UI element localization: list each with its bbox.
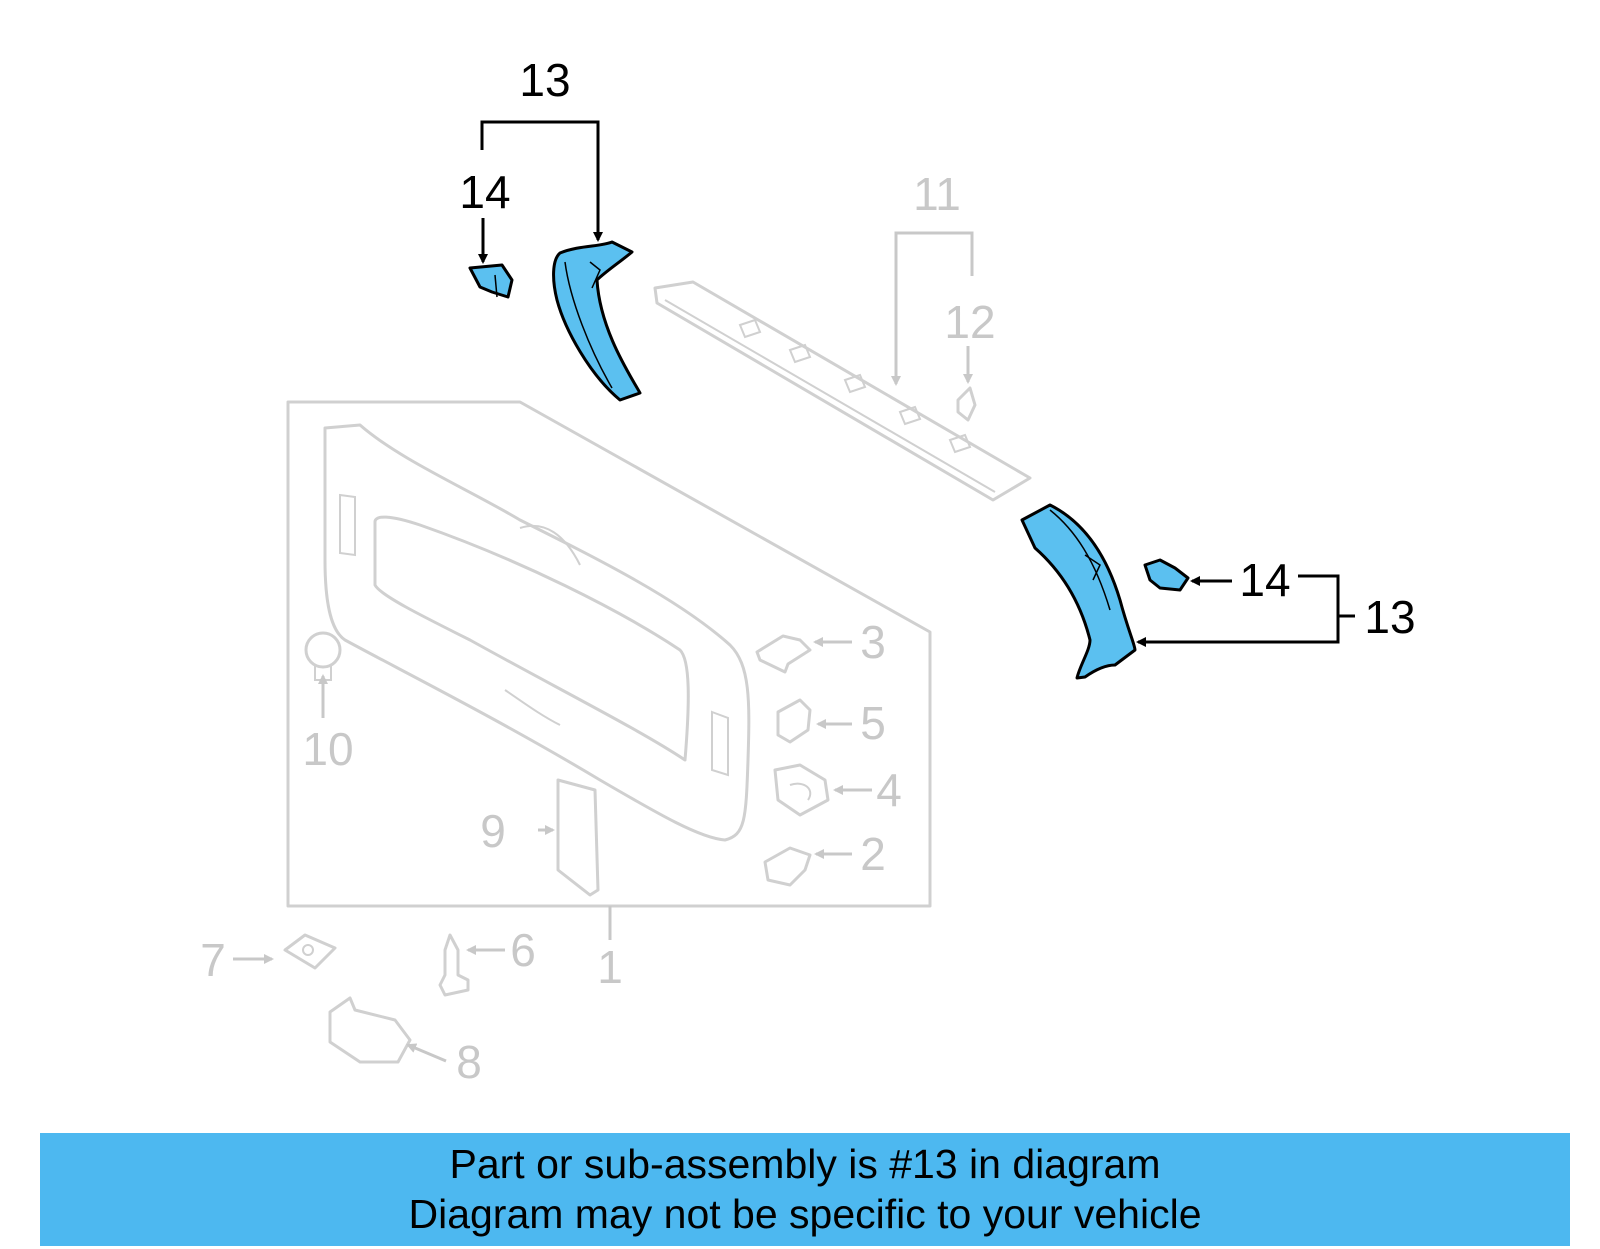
bracket-8 — [328, 996, 412, 1064]
callout-14-top: 14 — [459, 166, 510, 218]
callout-2: 2 — [860, 828, 886, 880]
clip-4 — [773, 763, 830, 817]
callout-13-right: 13 — [1364, 591, 1415, 643]
banner-line-1: Part or sub-assembly is #13 in diagram — [449, 1141, 1161, 1187]
nut-7 — [283, 933, 337, 970]
callout-1: 1 — [597, 941, 623, 993]
clip-14-right[interactable] — [1143, 558, 1190, 592]
callout-11: 11 — [913, 168, 961, 220]
callout-12: 12 — [944, 296, 995, 348]
callout-8: 8 — [456, 1036, 482, 1088]
callout-7: 7 — [200, 934, 226, 986]
leader-13-right — [1136, 574, 1355, 647]
callout-10: 10 — [302, 723, 353, 775]
pillar-trim-right[interactable] — [1020, 503, 1137, 680]
leader-13-top — [480, 120, 603, 242]
clip-3 — [755, 634, 812, 674]
callout-9: 9 — [480, 805, 506, 857]
clip-12 — [956, 386, 977, 422]
leaders-dim — [233, 231, 974, 1063]
screw-6 — [438, 933, 470, 997]
pillar-trim-left[interactable] — [552, 240, 642, 402]
callout-3: 3 — [860, 616, 886, 668]
callout-4: 4 — [876, 764, 902, 816]
push-pin-10 — [304, 631, 342, 681]
clip-14-left[interactable] — [468, 263, 514, 299]
banner-line-2: Diagram may not be specific to your vehi… — [408, 1191, 1202, 1237]
info-banner: Part or sub-assembly is #13 in diagram D… — [40, 1133, 1570, 1246]
liftgate-trim-panel — [286, 400, 932, 908]
callout-14-right: 14 — [1239, 554, 1290, 606]
callout-6: 6 — [510, 924, 536, 976]
clip-5 — [776, 698, 812, 744]
pad-9 — [556, 778, 600, 897]
callout-5: 5 — [860, 697, 886, 749]
callout-13-top: 13 — [519, 54, 570, 106]
clip-2 — [763, 846, 812, 887]
upper-garnish-strip — [653, 280, 1032, 502]
